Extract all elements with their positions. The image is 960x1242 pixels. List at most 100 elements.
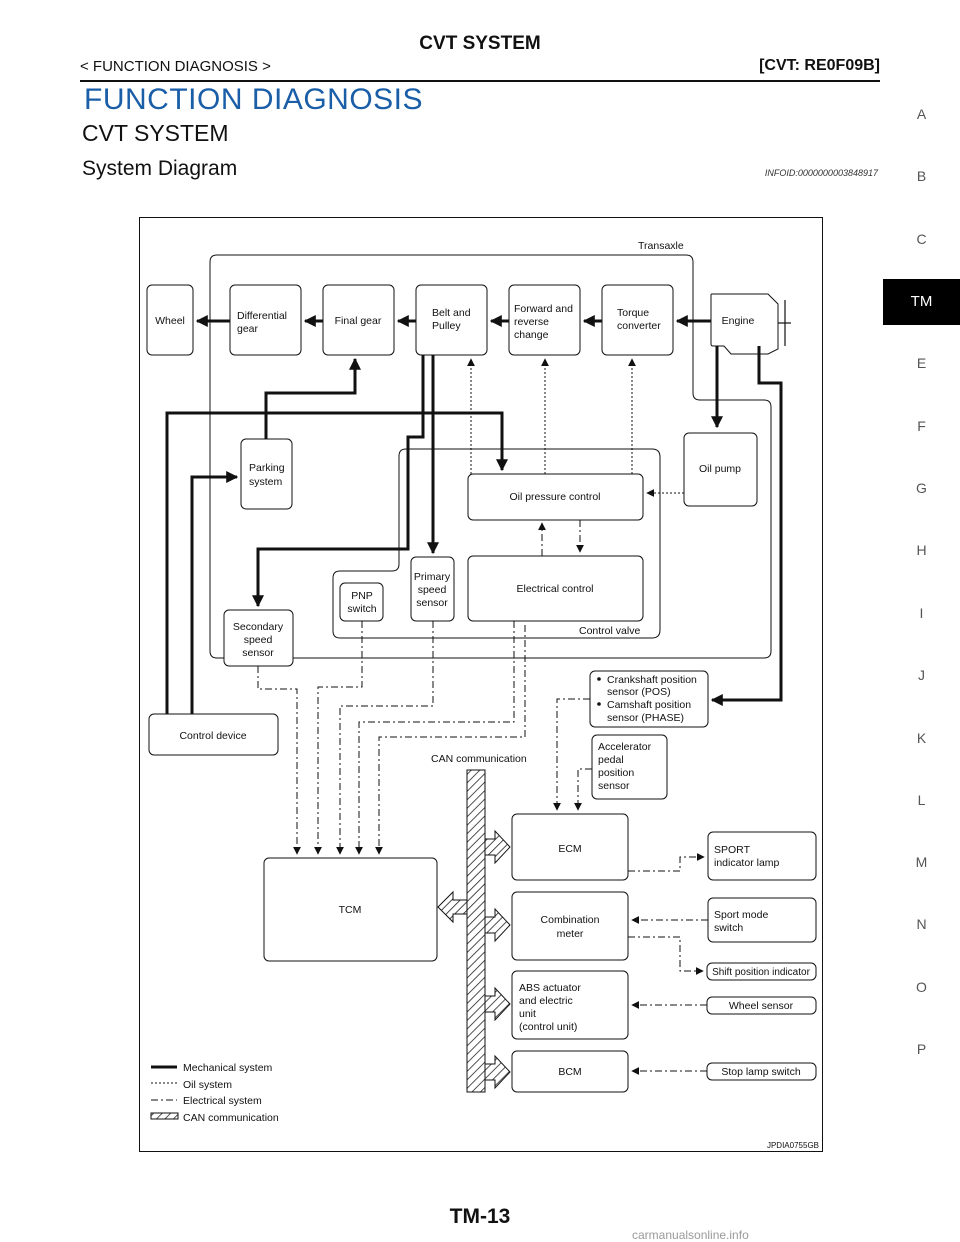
running-header-model: [CVT: RE0F09B] [759, 57, 880, 74]
legend-can: CAN communication [183, 1112, 279, 1124]
running-header-title: CVT SYSTEM [419, 33, 541, 54]
label-secondary-2: speed [244, 634, 273, 646]
shift-indicator-box [706, 962, 817, 981]
label-belt-2: Pulley [432, 320, 461, 332]
legend-mechanical: Mechanical system [183, 1062, 273, 1074]
label-differential-2: gear [237, 323, 259, 335]
tab-e[interactable]: E [916, 355, 927, 371]
control-device-box [148, 713, 279, 756]
tab-f[interactable]: F [917, 418, 926, 434]
legend-electrical: Electrical system [183, 1095, 262, 1107]
oil-pressure-control-box [467, 473, 644, 521]
tab-c[interactable]: C [916, 231, 927, 247]
label-bcm: BCM [558, 1066, 581, 1078]
label-electrical-control: Electrical control [516, 583, 593, 595]
can-arrow-abs [484, 986, 511, 1022]
tab-tm[interactable]: TM [883, 279, 960, 325]
label-accel-2: pedal [598, 754, 624, 766]
label-wheel-sensor: Wheel sensor [729, 1000, 794, 1012]
label-forward-3: change [514, 329, 549, 341]
label-sport-lamp-2: indicator lamp [714, 857, 780, 869]
label-sport-lamp: SPORT [714, 844, 751, 856]
label-parking: Parking [249, 462, 285, 474]
tab-i[interactable]: I [919, 605, 924, 621]
label-cam: Camshaft position [607, 699, 691, 711]
label-combination-2: meter [557, 928, 584, 940]
bullet-cam [597, 702, 601, 706]
label-differential: Differential [237, 310, 287, 322]
label-accel-4: sensor [598, 780, 630, 792]
label-accel: Accelerator [598, 741, 652, 753]
label-abs: ABS actuator [519, 982, 581, 994]
topic-heading: System Diagram [82, 157, 238, 180]
can-arrow-combo [484, 907, 511, 943]
label-accel-3: position [598, 767, 634, 779]
label-tcm: TCM [339, 904, 362, 916]
system-diagram-figure: Transaxle Wheel Differential gear Final … [139, 217, 823, 1152]
pnp-switch-box [339, 582, 384, 622]
tab-o[interactable]: O [916, 979, 927, 995]
subsection-heading: CVT SYSTEM [82, 120, 229, 146]
can-arrow-bcm [484, 1054, 511, 1090]
bullet-crank [597, 677, 601, 681]
section-tabs: A B C TM E F G H I J K L M N O P [883, 0, 960, 1242]
can-bus [466, 769, 486, 1093]
label-cam-2: sensor (PHASE) [607, 712, 684, 724]
figure-id: JPDIA0755GB [767, 1141, 819, 1150]
label-combination: Combination [541, 914, 600, 926]
sport-lamp-box [707, 831, 817, 881]
label-primary: Primary [414, 571, 451, 583]
tcm-box [263, 857, 438, 962]
label-primary-3: sensor [416, 597, 448, 609]
engine-box [710, 293, 779, 355]
label-pnp: PNP [351, 590, 373, 602]
label-abs-4: (control unit) [519, 1021, 577, 1033]
tab-a[interactable]: A [916, 106, 927, 122]
combination-meter-box [511, 891, 629, 961]
label-abs-2: and electric [519, 995, 573, 1007]
label-secondary-3: sensor [242, 647, 274, 659]
tab-m[interactable]: M [915, 854, 928, 870]
label-ecm: ECM [558, 843, 581, 855]
accelerator-sensor-box [591, 734, 668, 800]
ecm-box [511, 813, 629, 881]
label-final-gear: Final gear [335, 315, 382, 327]
label-parking-2: system [249, 476, 283, 488]
tab-k[interactable]: K [916, 730, 927, 746]
can-arrow-ecm [484, 829, 511, 865]
label-primary-2: speed [418, 584, 447, 596]
can-arrow-tcm [437, 890, 468, 924]
legend-oil: Oil system [183, 1079, 232, 1091]
system-diagram: Transaxle Wheel Differential gear Final … [146, 240, 819, 1150]
label-sport-switch-2: switch [714, 922, 743, 934]
tab-g[interactable]: G [916, 480, 927, 496]
control-valve-boundary [332, 448, 661, 639]
label-forward-2: reverse [514, 316, 549, 328]
abs-box [511, 970, 629, 1040]
tab-n[interactable]: N [916, 916, 927, 932]
label-wheel: Wheel [155, 315, 185, 327]
wheel-box [146, 284, 194, 356]
label-stop-lamp: Stop lamp switch [721, 1066, 801, 1078]
tab-l[interactable]: L [917, 792, 926, 808]
label-can-communication: CAN communication [431, 753, 527, 765]
parking-system-box [240, 438, 293, 510]
label-control-valve: Control valve [579, 625, 640, 637]
label-oil-pressure-control: Oil pressure control [509, 491, 600, 503]
oil-pump-box [683, 432, 758, 507]
label-engine: Engine [722, 315, 755, 327]
header-rule [80, 80, 880, 82]
electrical-control-box [467, 555, 644, 622]
tab-j[interactable]: J [918, 667, 925, 683]
label-crank: Crankshaft position [607, 674, 697, 686]
label-pnp-2: switch [347, 603, 376, 615]
bcm-box [511, 1050, 629, 1093]
label-transaxle: Transaxle [638, 240, 684, 252]
tab-b[interactable]: B [916, 168, 927, 184]
transaxle-boundary [209, 254, 772, 659]
running-header-breadcrumb: < FUNCTION DIAGNOSIS > [80, 58, 271, 75]
label-shift-indicator: Shift position indicator [712, 967, 811, 978]
tab-p[interactable]: P [916, 1041, 927, 1057]
tab-h[interactable]: H [916, 542, 927, 558]
info-id: INFOID:0000000003848917 [764, 168, 878, 178]
